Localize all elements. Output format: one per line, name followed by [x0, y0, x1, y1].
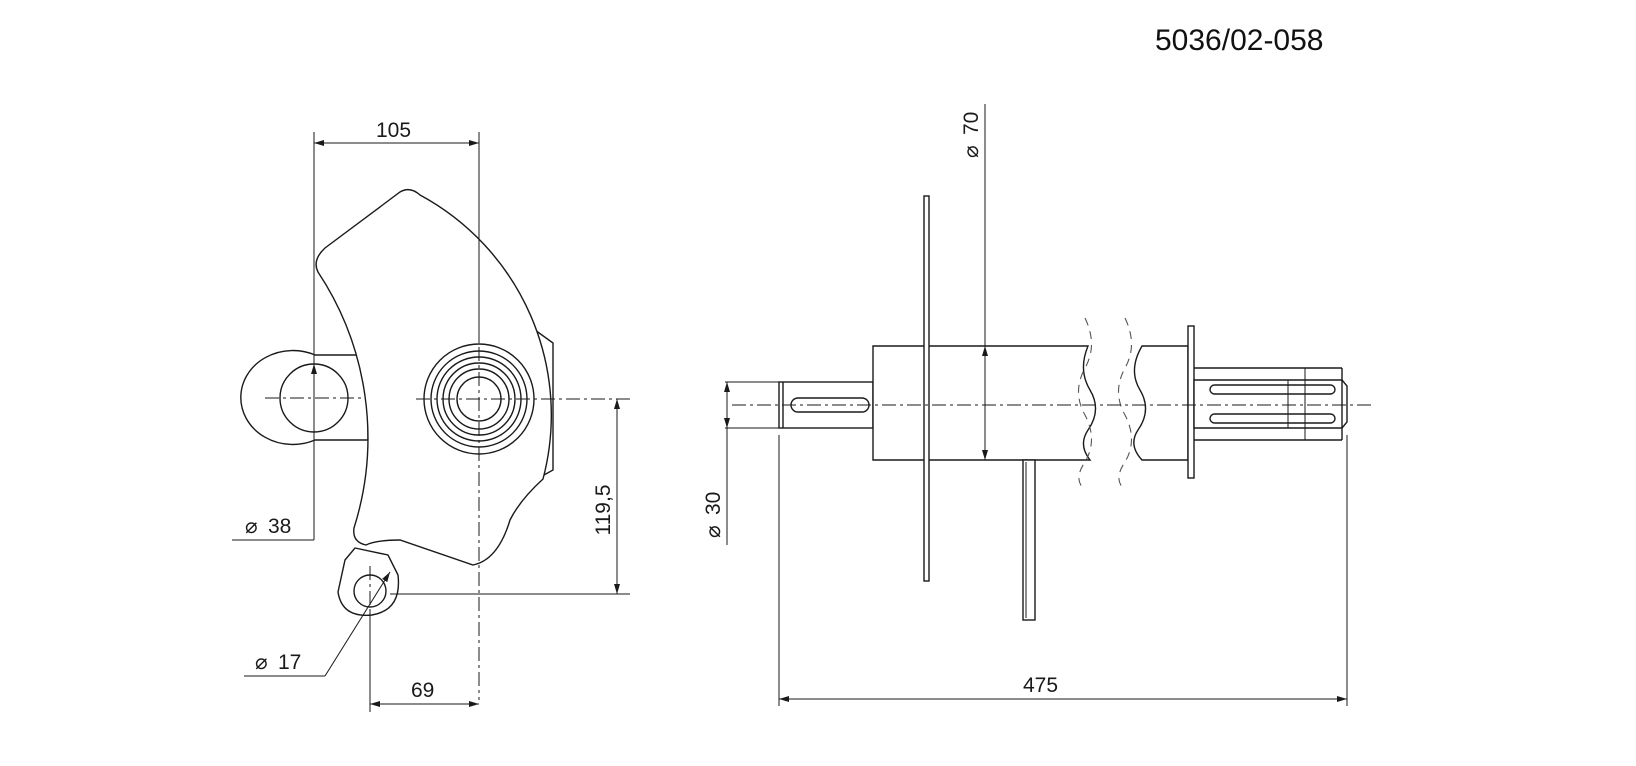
dim-height-119-5: 119,5 — [592, 485, 615, 536]
diameter-symbol: ⌀ — [245, 515, 258, 538]
front-view: 105 119,5 69 ⌀ 38 ⌀ 17 — [232, 119, 630, 712]
dim-tube-70: 70 — [960, 112, 983, 135]
dim-hole-38: 38 — [268, 515, 291, 538]
flange-plate — [923, 195, 930, 582]
dim-offset-69: 69 — [411, 679, 434, 702]
large-lug — [240, 349, 369, 446]
gearbox-body — [315, 188, 553, 566]
dim-length-475: 475 — [1023, 674, 1058, 697]
main-tube-left — [872, 345, 1097, 461]
mounting-pin — [1022, 459, 1036, 621]
small-lug — [337, 547, 400, 616]
end-flange — [1187, 325, 1195, 479]
diameter-symbol: ⌀ — [960, 145, 983, 158]
main-tube-right — [1133, 345, 1189, 461]
dim-width-105: 105 — [376, 119, 411, 142]
diameter-symbol: ⌀ — [702, 525, 725, 538]
side-view: ⌀ 30 ⌀ 70 475 — [702, 104, 1372, 706]
diameter-symbol: ⌀ — [255, 651, 268, 674]
output-spline-shaft — [1193, 367, 1348, 441]
dim-shaft-30: 30 — [702, 492, 725, 515]
drawing-number: 5036/02-058 — [1155, 24, 1324, 57]
dim-hole-17: 17 — [278, 651, 301, 674]
